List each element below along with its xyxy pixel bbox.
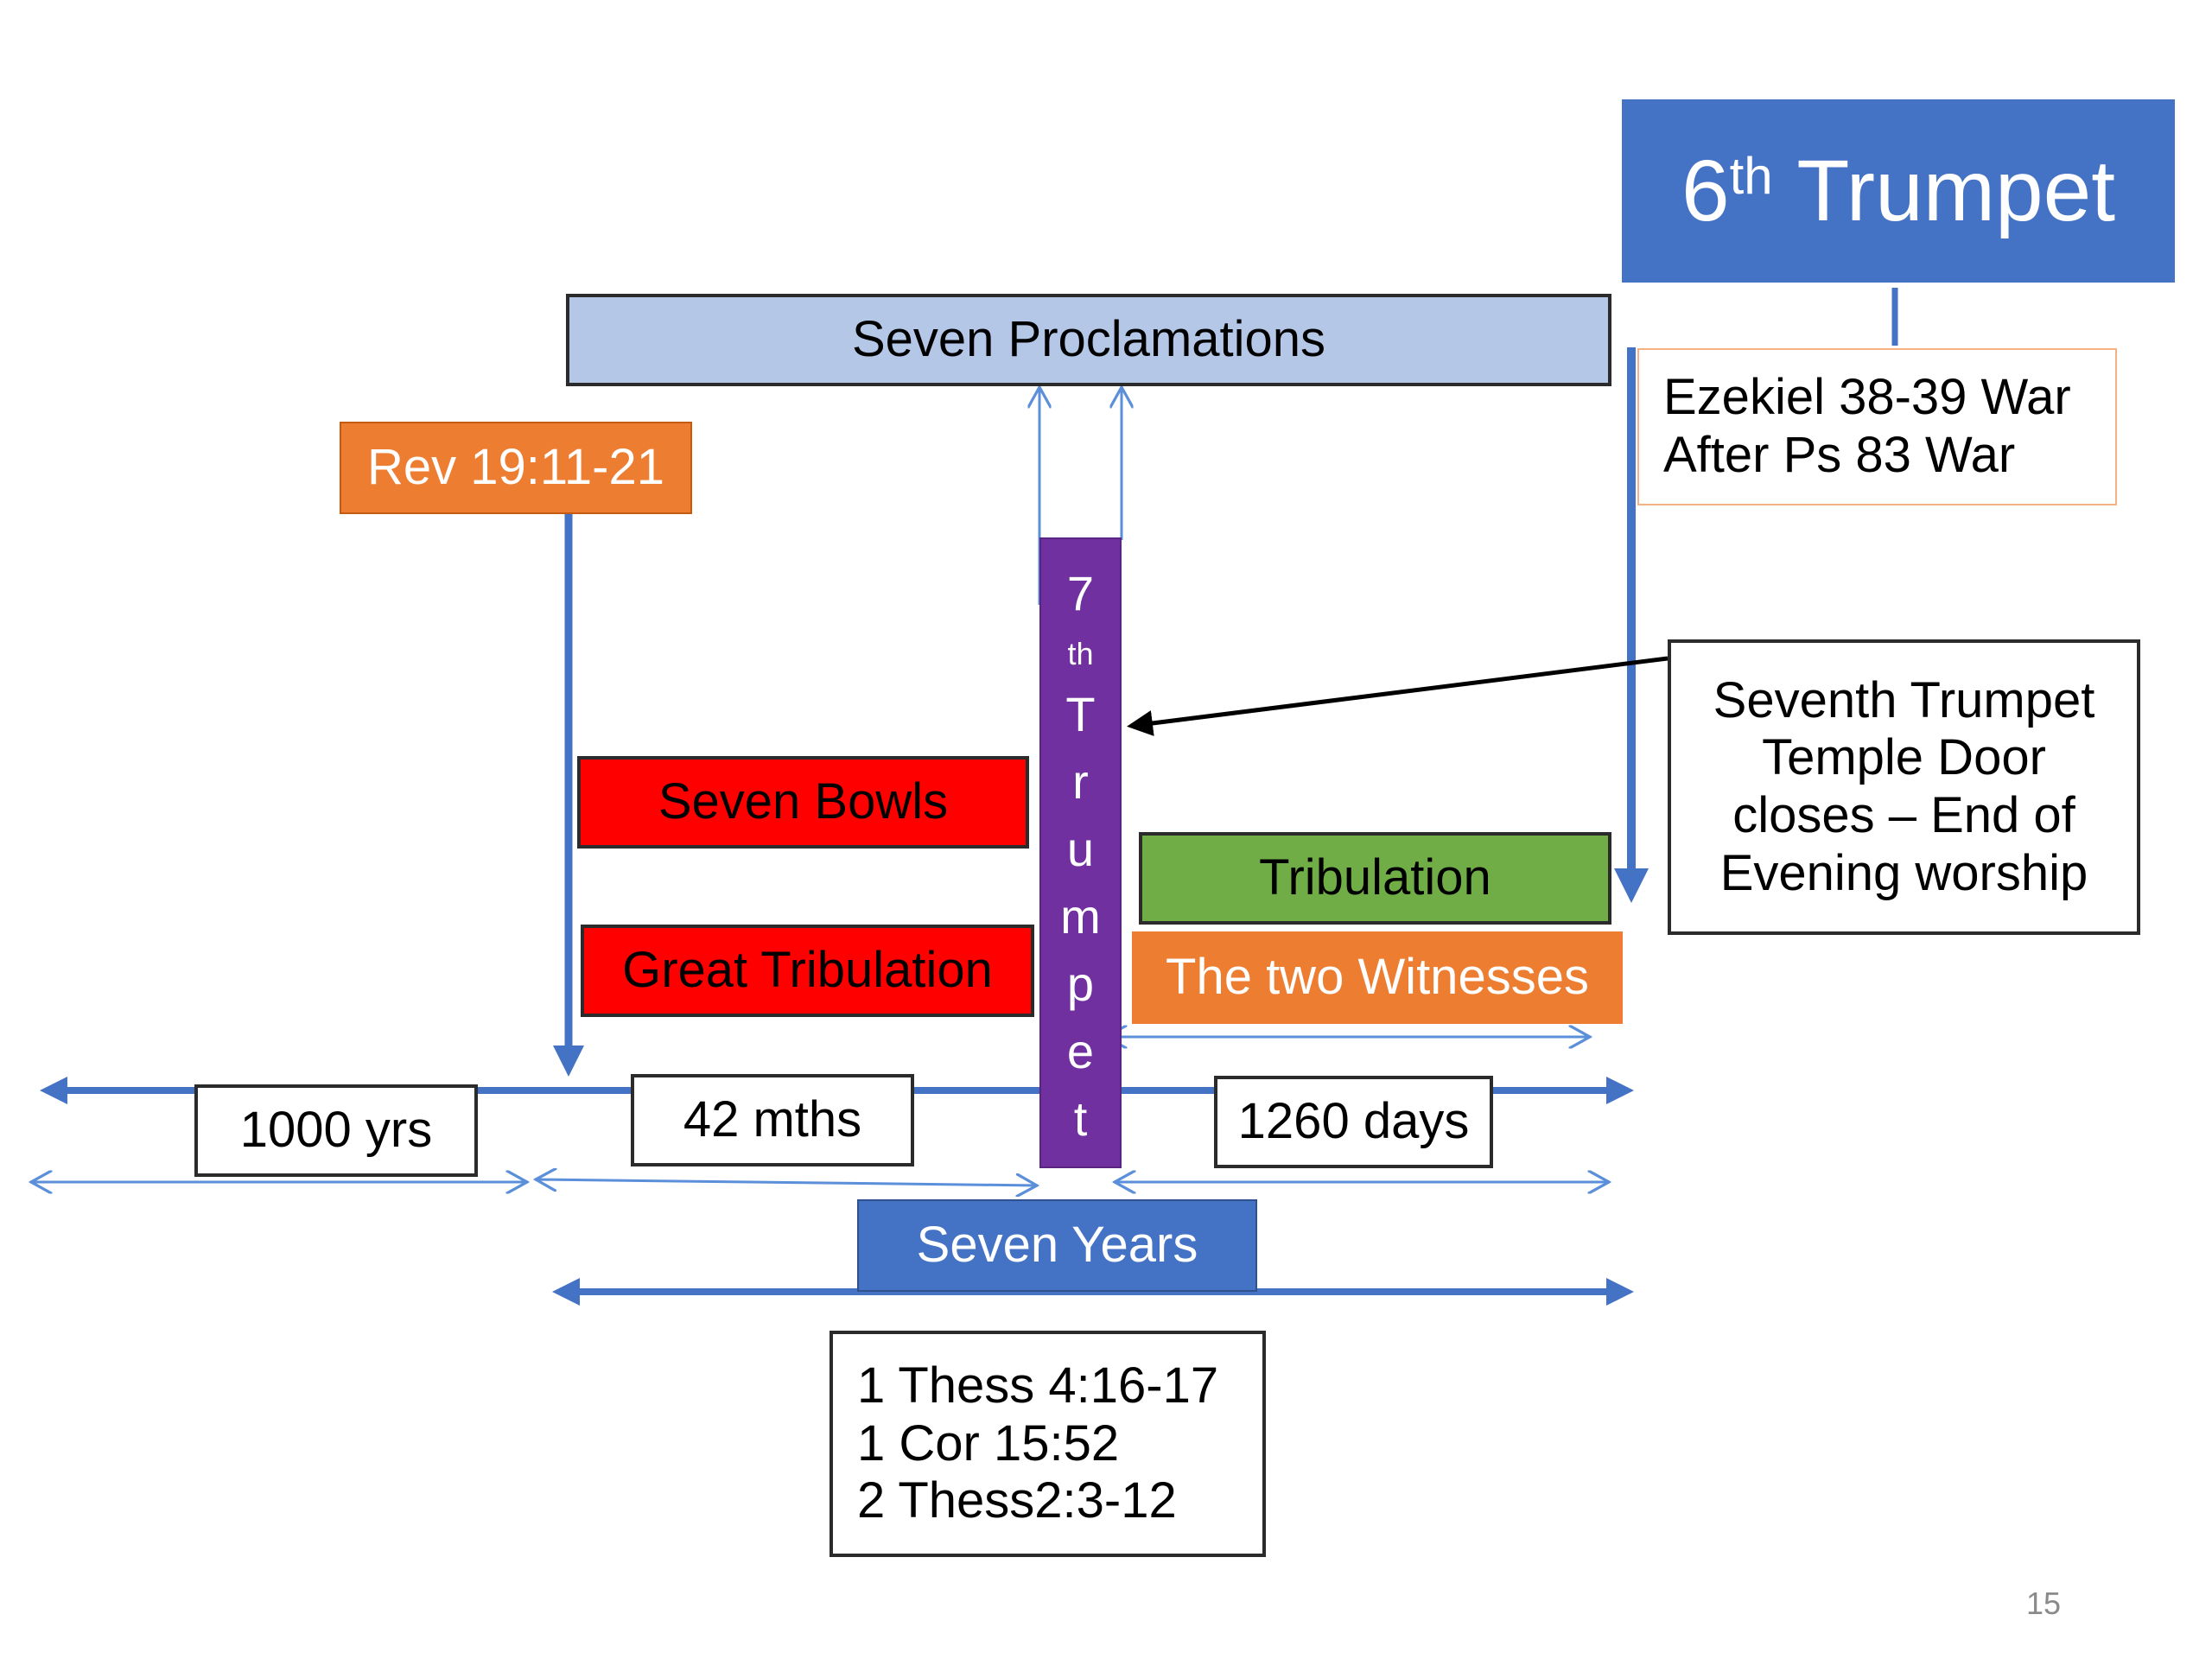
forty-two-mths-box: 42 mths [631, 1074, 914, 1166]
seventh-note-line-2: Temple Door [1762, 729, 2046, 786]
seventh-trumpet-column: 7 th T r u m p e t [1039, 537, 1122, 1168]
seventh-char-8: t [1073, 1091, 1088, 1146]
seven-bowls-box: Seven Bowls [577, 756, 1029, 849]
seven-years-label: Seven Years [916, 1217, 1198, 1274]
thousand-yrs-label: 1000 yrs [239, 1102, 433, 1159]
seventh-char-5: m [1060, 889, 1101, 944]
seventh-char-4: u [1066, 822, 1095, 876]
seventh-char-2: T [1065, 687, 1096, 741]
seven-bowls-label: Seven Bowls [658, 773, 949, 830]
twelve-sixty-days-box: 1260 days [1214, 1076, 1493, 1168]
seven-proclamations-box: Seven Proclamations [566, 294, 1611, 386]
tribulation-label: Tribulation [1259, 849, 1491, 906]
thousand-yrs-box: 1000 yrs [194, 1084, 478, 1177]
scripture-ref-1: 1 Thess 4:16-17 [857, 1357, 1219, 1414]
sixth-trumpet-number: 6 [1681, 142, 1730, 239]
seventh-trumpet-note-box: Seventh Trumpet Temple Door closes – End… [1668, 639, 2140, 935]
seventh-char-6: p [1066, 957, 1095, 1011]
forty-two-mths-label: 42 mths [683, 1091, 862, 1148]
seventh-char-1: th [1067, 636, 1094, 671]
twelve-sixty-days-label: 1260 days [1237, 1093, 1470, 1150]
seventh-note-line-1: Seventh Trumpet [1713, 671, 2095, 728]
page-number: 15 [2026, 1586, 2062, 1621]
great-tribulation-label: Great Tribulation [622, 942, 993, 999]
seven-proclamations-label: Seven Proclamations [851, 311, 1326, 368]
great-tribulation-box: Great Tribulation [581, 925, 1034, 1017]
span-arrow-42-mths [536, 1179, 1037, 1185]
seventh-char-3: r [1072, 754, 1089, 809]
sixth-trumpet-word: Trumpet [1796, 142, 2116, 239]
scripture-refs-box: 1 Thess 4:16-17 1 Cor 15:52 2 Thess2:3-1… [830, 1331, 1266, 1557]
ezekiel-war-box: Ezekiel 38-39 War After Ps 83 War [1637, 348, 2117, 505]
seventh-char-0: 7 [1066, 566, 1095, 620]
scripture-ref-3: 2 Thess2:3-12 [857, 1472, 1177, 1529]
rev-19-label: Rev 19:11-21 [367, 439, 664, 496]
two-witnesses-label: The two Witnesses [1166, 949, 1589, 1006]
sixth-trumpet-suffix: th [1729, 146, 1773, 205]
two-witnesses-box: The two Witnesses [1132, 931, 1623, 1024]
ezekiel-line-2: After Ps 83 War [1663, 427, 2016, 483]
seventh-char-7: e [1066, 1024, 1095, 1078]
ezekiel-line-1: Ezekiel 38-39 War [1663, 369, 2071, 426]
tribulation-box: Tribulation [1139, 832, 1611, 925]
seventh-note-line-4: Evening worship [1719, 844, 2088, 901]
rev-19-box: Rev 19:11-21 [340, 422, 692, 514]
seven-years-box: Seven Years [857, 1199, 1257, 1292]
seventh-note-line-3: closes – End of [1732, 787, 2075, 843]
pointer-arrow [1127, 656, 1669, 736]
scripture-ref-2: 1 Cor 15:52 [857, 1414, 1120, 1471]
